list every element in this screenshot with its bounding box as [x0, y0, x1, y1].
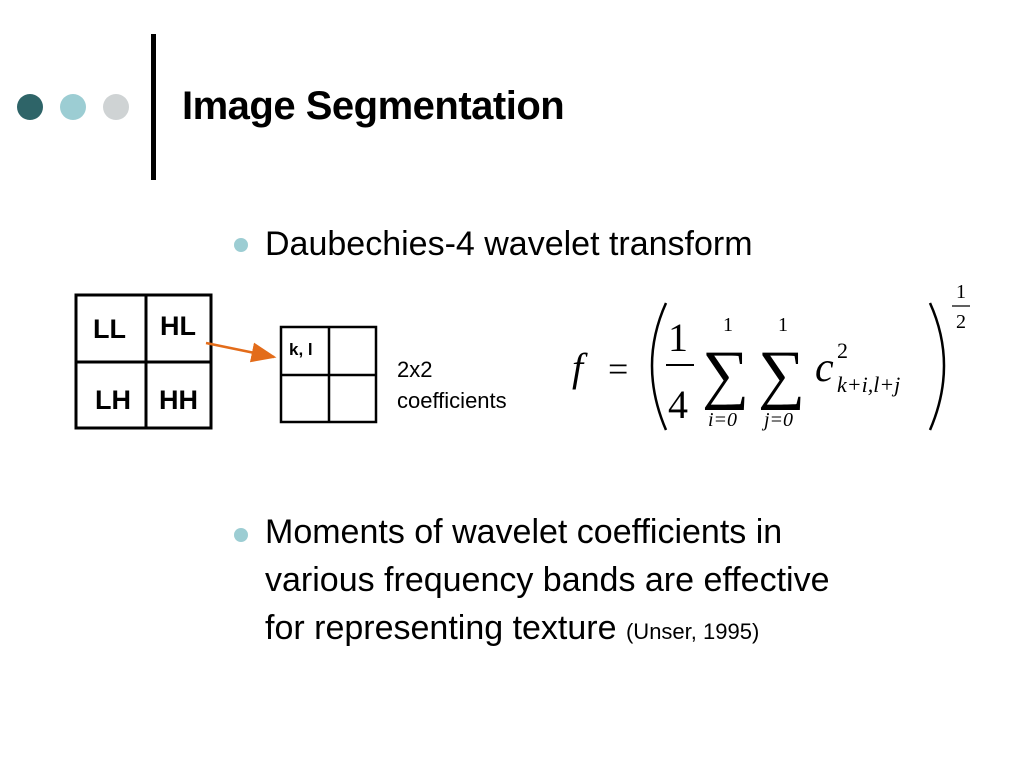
slide-title: Image Segmentation	[182, 84, 565, 128]
formula-frac-num: 1	[668, 315, 688, 360]
formula-right-paren	[928, 302, 946, 431]
coefficient-caption-line-1: 2x2	[397, 357, 433, 382]
decor-dot-dark	[17, 94, 43, 120]
formula-sum2-symbol: ∑	[758, 338, 805, 411]
formula-sum2-lower: j=0	[761, 409, 793, 431]
subband-grid	[74, 293, 213, 430]
subband-lh-label: LH	[95, 385, 131, 415]
formula-frac-den: 4	[668, 382, 688, 427]
coefficient-cell-label: k, l	[289, 340, 313, 359]
formula-left-paren	[650, 302, 668, 431]
coefficient-block	[279, 325, 378, 424]
bullet-2-text: Moments of wavelet coefficients in vario…	[265, 508, 830, 656]
subband-hh-label: HH	[159, 385, 198, 415]
bullet-2-line-3-text: for representing texture	[265, 609, 617, 647]
coefficient-caption-line-2: coefficients	[397, 388, 507, 413]
subband-ll-label: LL	[93, 314, 126, 344]
coefficient-caption: 2x2 coefficients	[397, 354, 507, 416]
formula-exp-den: 2	[956, 311, 966, 333]
decor-dot-light	[103, 94, 129, 120]
title-divider	[151, 34, 156, 180]
formula-equals: =	[608, 349, 628, 389]
formula-exp-num: 1	[956, 281, 966, 303]
formula-sum1-upper: 1	[723, 314, 733, 336]
formula-coef: c	[815, 345, 834, 391]
formula-sum1-lower: i=0	[708, 409, 737, 431]
formula-lhs: f	[572, 345, 588, 390]
bullet-2-line-2: various frequency bands are effective	[265, 561, 830, 599]
bullet-2-line-3: for representing texture (Unser, 1995)	[265, 604, 830, 656]
bullet-2-citation: (Unser, 1995)	[625, 619, 760, 644]
formula-coef-sub: k+i,l+j	[837, 372, 900, 397]
bullet-1-text: Daubechies-4 wavelet transform	[265, 225, 753, 263]
formula-sum2-upper: 1	[778, 314, 788, 336]
formula-sum1-symbol: ∑	[702, 338, 749, 411]
decor-dot-mid	[60, 94, 86, 120]
bullet-2-line-1: Moments of wavelet coefficients in	[265, 513, 783, 551]
pointer-arrow	[205, 341, 277, 363]
wavelet-moment-formula: f = 1 4 1 ∑ i=0 1 ∑ j=0 c 2 k+i,l+j 1 2	[572, 281, 970, 431]
bullet-marker-1	[234, 238, 248, 252]
bullet-marker-2	[234, 528, 248, 542]
subband-hl-label: HL	[160, 311, 196, 341]
formula-coef-sup: 2	[837, 338, 848, 363]
